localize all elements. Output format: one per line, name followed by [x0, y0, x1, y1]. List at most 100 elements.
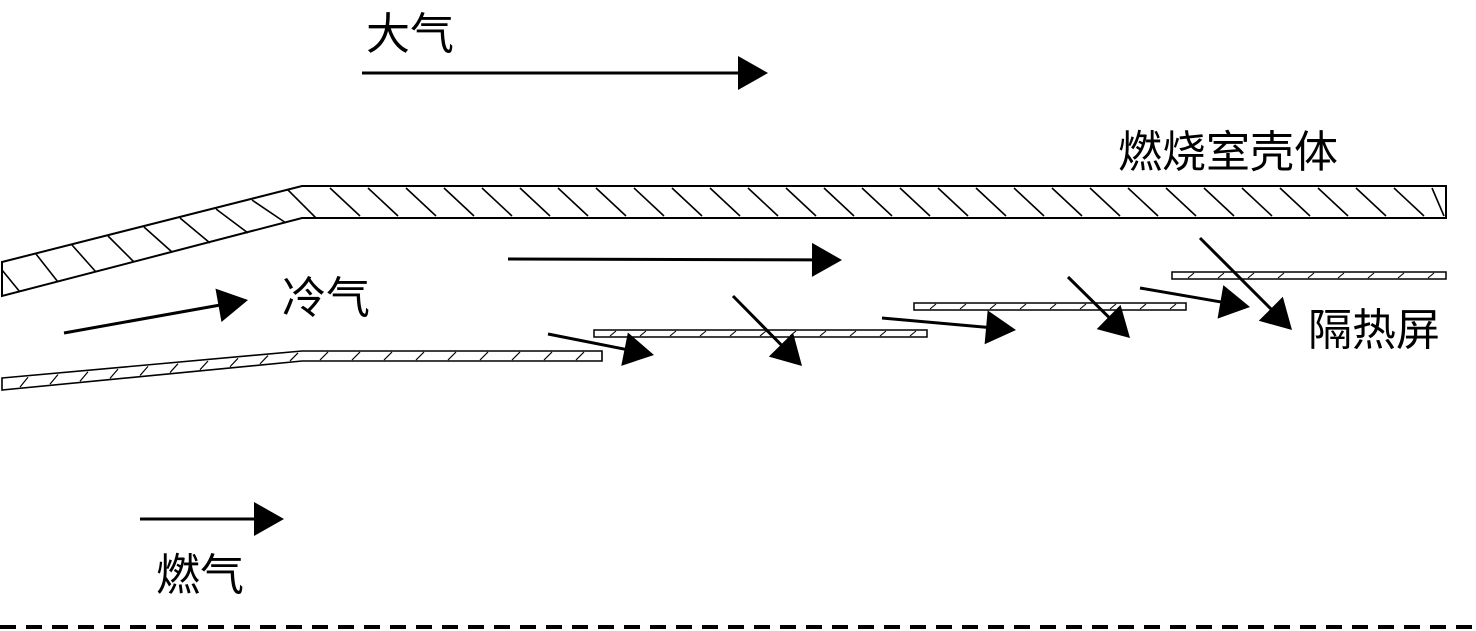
impingement-arrow-1 — [731, 294, 785, 349]
hatch-line — [1393, 187, 1425, 217]
hatch-line — [849, 330, 857, 337]
hatch-line — [989, 303, 997, 310]
hatch-line — [959, 303, 967, 310]
hatch-line — [367, 187, 399, 217]
hatch-line — [639, 330, 647, 337]
hatch-line — [1367, 272, 1375, 279]
arrowhead — [1258, 296, 1292, 330]
cooling-air-inlet-arrow — [63, 303, 223, 335]
hatch-line — [1277, 272, 1285, 279]
combustion-gas-label: 燃气 — [156, 550, 244, 601]
hatch-line — [415, 351, 425, 361]
hatch-line — [479, 351, 489, 361]
hatch-line — [481, 187, 513, 217]
hatch-line — [1241, 187, 1273, 217]
hatch-line — [1127, 187, 1159, 217]
arrowhead — [1217, 285, 1250, 319]
liner-segment — [1, 350, 603, 391]
heat-shield-hatching — [609, 272, 1435, 337]
arrowhead — [984, 310, 1016, 345]
arrowhead — [621, 332, 654, 366]
hatch-line — [511, 351, 521, 361]
hatch-line — [109, 368, 119, 379]
hatch-line — [1169, 303, 1177, 310]
hatch-line — [1049, 303, 1057, 310]
hatch-line — [671, 187, 703, 217]
heat-shield-plate-1 — [593, 329, 928, 338]
hatch-line — [1203, 187, 1235, 217]
hatch-line — [19, 376, 29, 388]
hatch-line — [1079, 303, 1087, 310]
combustor-casing — [0, 185, 1447, 298]
cooling-air-channel-arrow — [507, 257, 817, 262]
hatch-line — [1165, 187, 1197, 217]
heat-shield-plates — [593, 271, 1447, 338]
hatch-line — [729, 330, 737, 337]
hatch-line — [443, 187, 475, 217]
arrowhead — [811, 242, 842, 277]
impingement-arrow-2 — [1066, 275, 1113, 321]
hatch-line — [289, 352, 299, 362]
casing-hatching-straight — [329, 187, 1445, 217]
hatch-line — [899, 187, 931, 217]
arrowhead — [254, 502, 284, 536]
hatch-line — [1013, 187, 1045, 217]
hatch-line — [259, 355, 269, 365]
hatch-line — [759, 330, 767, 337]
hatch-line — [229, 357, 239, 368]
casing-wall — [0, 185, 1447, 298]
liner-hatching — [19, 351, 585, 388]
hatch-line — [1307, 272, 1315, 279]
impingement-arrow-3 — [1198, 236, 1275, 313]
hatch-line — [1019, 303, 1027, 310]
hatch-line — [1217, 272, 1225, 279]
hatch-line — [447, 351, 457, 361]
hatch-line — [1247, 272, 1255, 279]
hatch-line — [709, 187, 741, 217]
hatch-line — [1337, 272, 1345, 279]
arrowheads — [215, 56, 1292, 536]
hatch-line — [1109, 303, 1117, 310]
arrowhead — [738, 56, 768, 90]
casing-label: 燃烧室壳体 — [1118, 127, 1338, 178]
hatch-line — [383, 351, 393, 361]
flow-arrows — [63, 71, 1275, 521]
film-arrow-3 — [1139, 286, 1225, 305]
hatch-line — [351, 351, 361, 361]
hatch-line — [633, 187, 665, 217]
hatch-line — [543, 351, 553, 361]
hatch-line — [595, 187, 627, 217]
hatch-line — [319, 351, 329, 361]
hatch-line — [405, 187, 437, 217]
film-arrow-1 — [547, 332, 629, 352]
liner-wall — [1, 350, 603, 391]
hatch-line — [575, 351, 585, 361]
hatch-line — [975, 187, 1007, 217]
hatch-line — [1427, 272, 1435, 279]
cooling-air-label: 冷气 — [282, 273, 370, 324]
hatch-line — [79, 371, 89, 382]
casing-hatching — [1, 189, 317, 293]
hatch-line — [1187, 272, 1195, 279]
heat-shield-plate-2 — [913, 302, 1187, 311]
hatch-line — [1279, 187, 1311, 217]
hatch-line — [329, 187, 361, 217]
hatch-line — [557, 187, 589, 217]
hatch-line — [1051, 187, 1083, 217]
heat-shield-plate-3 — [1171, 271, 1447, 280]
hatch-line — [519, 187, 551, 217]
hatch-line — [169, 363, 179, 373]
arrowhead — [215, 288, 248, 323]
film-arrow-2 — [881, 316, 991, 330]
heat-shield-label: 隔热屏 — [1308, 305, 1440, 356]
hatch-line — [929, 303, 937, 310]
hatch-line — [139, 366, 149, 376]
hatch-line — [819, 330, 827, 337]
hatch-line — [1431, 187, 1445, 217]
hatch-line — [909, 330, 917, 337]
hatch-line — [785, 187, 817, 217]
arrowhead — [1096, 304, 1130, 338]
arrowhead — [768, 332, 802, 366]
atmosphere-label: 大气 — [366, 9, 454, 60]
hatch-line — [609, 330, 617, 337]
